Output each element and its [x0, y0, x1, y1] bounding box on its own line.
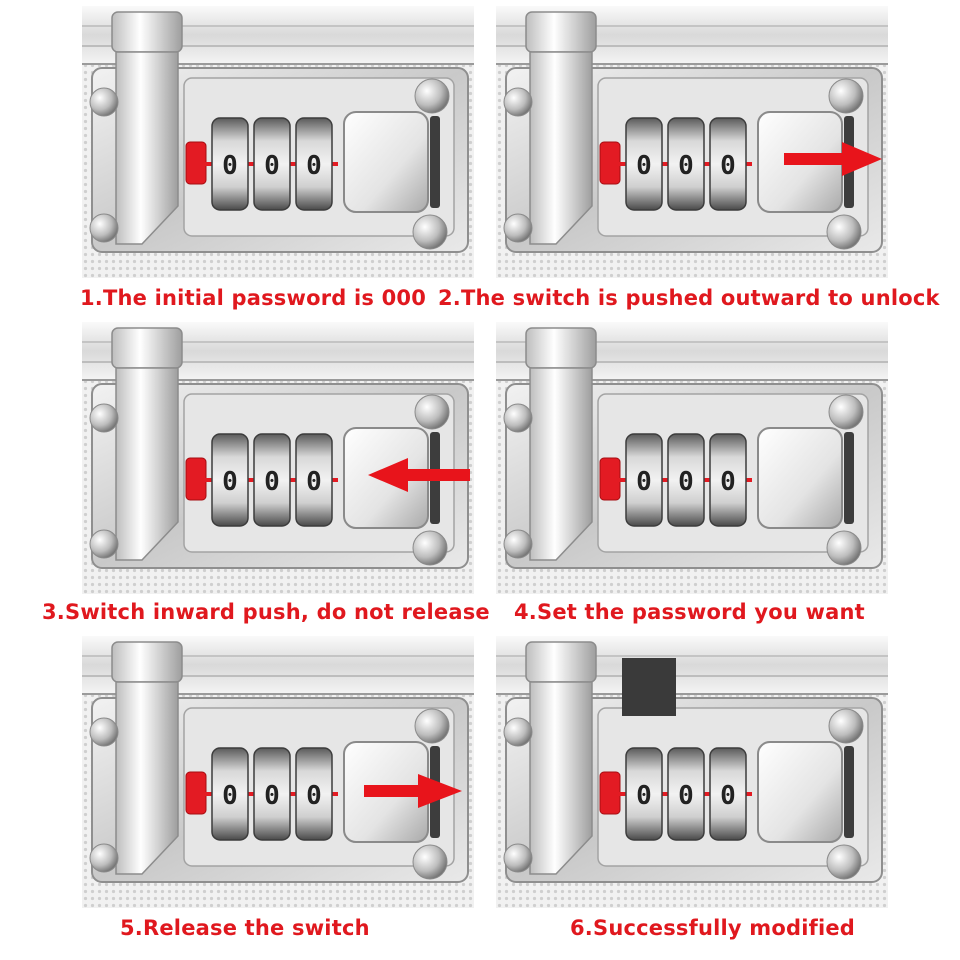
wheel-digit: 0: [306, 467, 322, 497]
step-1-caption: 1.The initial password is 000: [80, 286, 427, 310]
digit-wheel: 0: [667, 747, 705, 841]
wheel-digit: 0: [306, 781, 322, 811]
wheel-digit: 0: [222, 151, 238, 181]
digit-wheel: 0: [709, 433, 747, 527]
arrow-right-icon: [364, 774, 462, 808]
wheel-digit: 0: [222, 781, 238, 811]
digit-wheel: 0: [667, 117, 705, 211]
digit-wheel: 0: [295, 117, 333, 211]
step-6-caption: 6.Successfully modified: [570, 916, 856, 940]
step-5-caption: 5.Release the switch: [120, 916, 370, 940]
arrow-left-icon: [368, 458, 470, 492]
arrow-right-icon: [784, 142, 882, 176]
digit-wheel: 0: [211, 747, 249, 841]
step-2-caption: 2.The switch is pushed outward to unlock: [438, 286, 940, 310]
wheel-digit: 0: [678, 467, 694, 497]
digit-wheel: 0: [295, 747, 333, 841]
wheel-digit: 0: [636, 781, 652, 811]
wheel-digit: 0: [636, 467, 652, 497]
digit-wheel: 0: [625, 433, 663, 527]
wheel-digit: 0: [720, 781, 736, 811]
wheel-digit: 0: [264, 467, 280, 497]
digit-wheel: 0: [709, 747, 747, 841]
digit-wheel: 0: [625, 747, 663, 841]
wheel-digit: 0: [264, 781, 280, 811]
digit-wheel: 0: [253, 117, 291, 211]
digit-wheel: 0: [667, 433, 705, 527]
dark-sticker-block: [622, 658, 676, 716]
wheel-digit: 0: [222, 467, 238, 497]
step-4-caption: 4.Set the password you want: [514, 600, 865, 624]
wheel-digit: 0: [678, 781, 694, 811]
step-3-caption: 3.Switch inward push, do not release: [42, 600, 490, 624]
wheel-digit: 0: [306, 151, 322, 181]
digit-wheel: 0: [211, 433, 249, 527]
wheel-digit: 0: [720, 467, 736, 497]
digit-wheel: 0: [295, 433, 333, 527]
digit-wheel: 0: [253, 433, 291, 527]
digit-wheel: 0: [625, 117, 663, 211]
wheel-digit: 0: [720, 151, 736, 181]
wheel-digit: 0: [264, 151, 280, 181]
digit-wheel: 0: [253, 747, 291, 841]
wheel-digit: 0: [636, 151, 652, 181]
digit-wheel: 0: [211, 117, 249, 211]
digit-wheel: 0: [709, 117, 747, 211]
wheel-digit: 0: [678, 151, 694, 181]
